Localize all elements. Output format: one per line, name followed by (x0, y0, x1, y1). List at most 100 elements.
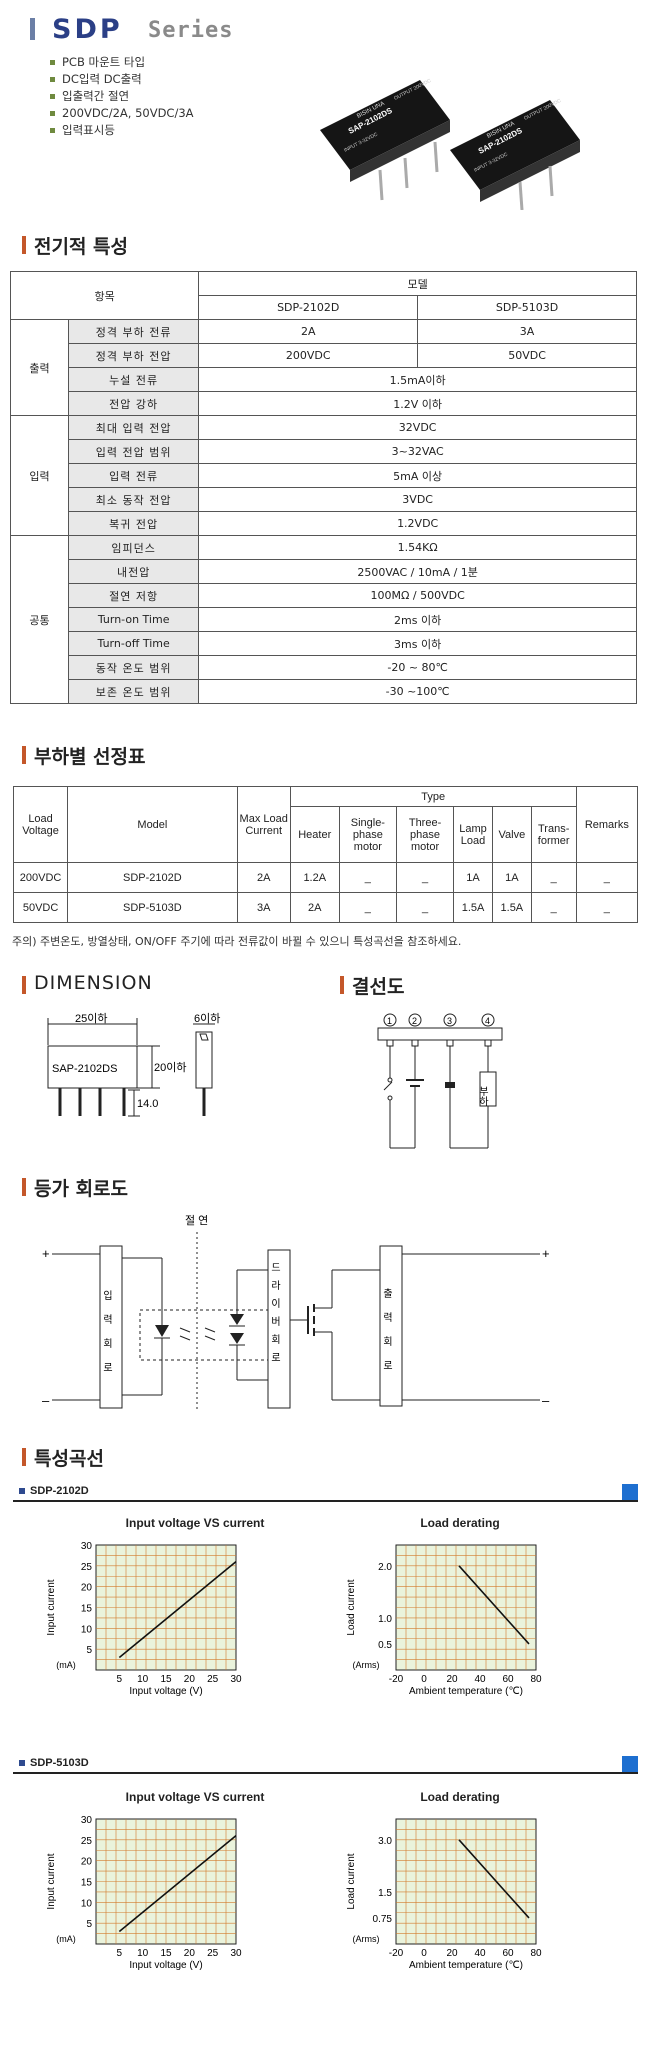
spec-cell: -30 ~100℃ (198, 679, 637, 704)
load-cell: 3A (236, 892, 291, 923)
load-cell: 50VDC (12, 892, 69, 923)
spec-cell: 2500VAC / 10mA / 1분 (198, 559, 637, 584)
section-title-wiring: 결선도 (340, 972, 404, 999)
spec-cell: 3ms 이하 (198, 631, 637, 656)
table-row: 200VDC SDP-2102D 2A 1.2A _ _ 1A 1A _ _ (12, 862, 639, 893)
chart-title: Input voltage VS current (125, 1516, 265, 1530)
chart-series-line (118, 1561, 237, 1659)
spec-group-input: 입력 (9, 415, 70, 536)
chart-x-tick-label: 15 (160, 1674, 172, 1685)
product-relay-1: BISIN UNA SAP-2102DS OUTPUT 200VDC INPUT… (320, 78, 450, 201)
spec-cell: 200VDC (198, 343, 419, 368)
chart-x-tick-label: 40 (474, 1674, 486, 1685)
spec-cell: 3VDC (198, 487, 637, 512)
page-subtitle: Series (148, 18, 234, 43)
chart-x-tick-label: 30 (230, 1948, 242, 1959)
chart-title: Input voltage VS current (125, 1790, 265, 1804)
chart-x-tick-label: 25 (207, 1948, 219, 1959)
chart-y-tick-label: 30 (81, 1815, 93, 1826)
load-type-header: Valve (491, 806, 532, 863)
curve-set-marker (622, 1756, 638, 1772)
chart-y-tick-label: 10 (81, 1898, 93, 1909)
spec-row-label: 누설 전류 (68, 367, 200, 392)
chart-title: Load derating (420, 1516, 500, 1530)
equiv-output-block: 출력회로 (381, 1288, 393, 1384)
chart-x-axis-label: Ambient temperature (℃) (409, 1686, 523, 1697)
product-photo: BISIN UNA SAP-2102DS OUTPUT 200VDC INPUT… (320, 78, 580, 210)
chart-y-tick-label: 1.5 (378, 1888, 392, 1899)
load-cell: 200VDC (12, 862, 69, 893)
spec-cell: 100MΩ / 500VDC (198, 583, 637, 608)
chart-y-tick-label: 0.75 (373, 1914, 393, 1925)
chart-y-tick-label: 5 (86, 1919, 92, 1930)
section-title-curves: 특성곡선 (22, 1444, 104, 1471)
spec-row-label: 최소 동작 전압 (68, 487, 200, 512)
wiring-diagram: 1 2 3 4 부하 (377, 1013, 503, 1149)
load-cell: SDP-5103D (67, 892, 238, 923)
chart-y-unit-label: (Arms) (353, 1934, 380, 1944)
spec-row-label: 입력 전류 (68, 463, 200, 488)
chart-x-tick-label: 20 (446, 1674, 458, 1685)
spec-cell: 2A (198, 319, 419, 344)
chart-y-tick-label: 25 (81, 1836, 93, 1847)
equiv-minus-label: – (42, 1393, 50, 1408)
chart-y-tick-label: 25 (81, 1562, 93, 1573)
load-cell: _ (575, 862, 639, 893)
chart-y-axis-label: Load current (346, 1853, 357, 1909)
spec-row-label: Turn-on Time (68, 607, 200, 632)
spec-cell: 1.54KΩ (198, 535, 637, 560)
load-cell: 1.2A (289, 862, 340, 893)
chart-y-tick-label: 2.0 (378, 1562, 392, 1573)
spec-cell: -20 ~ 80℃ (198, 655, 637, 680)
spec-cell: 3~32VAC (198, 439, 637, 464)
curve-set-header: SDP-5103D (13, 1756, 638, 1774)
load-header-model: Model (67, 786, 238, 863)
chart-x-tick-label: 20 (446, 1948, 458, 1959)
spec-row-label: 동작 온도 범위 (68, 655, 200, 680)
equiv-isolation-label: 절 연 (185, 1214, 208, 1227)
wiring-load-label: 부하 (477, 1086, 489, 1107)
load-type-header: Three-phase motor (395, 806, 455, 863)
load-table: Load Voltage Model Max Load Current Type… (12, 786, 639, 923)
chart-y-tick-label: 1.0 (378, 1614, 392, 1625)
spec-cell: 1.5mA이하 (198, 367, 637, 392)
feature-item: DC입력 DC출력 (48, 71, 194, 88)
section-title-electrical: 전기적 특성 (22, 232, 128, 259)
dim-pin-label: 14.0 (137, 1098, 158, 1110)
chart-title: Load derating (420, 1790, 500, 1804)
spec-row-label: 최대 입력 전압 (68, 415, 200, 440)
load-cell: _ (338, 862, 397, 893)
load-cell: _ (338, 892, 397, 923)
feature-item: 입출력간 절연 (48, 88, 194, 105)
load-type-header: Trans-former (530, 806, 577, 863)
spec-cell: 1.2V 이하 (198, 391, 637, 416)
section-title-equiv: 등가 회로도 (22, 1174, 128, 1201)
equiv-driver-block: 드라이버회로 (269, 1262, 281, 1370)
load-header-type: Type (289, 786, 577, 807)
load-cell: _ (575, 892, 639, 923)
spec-item-header: 항목 (9, 271, 200, 320)
load-type-header: Single-phase motor (338, 806, 397, 863)
feature-item: 입력표시등 (48, 122, 194, 139)
spec-cell: 32VDC (198, 415, 637, 440)
wiring-pin-label: 2 (412, 1016, 417, 1026)
table-row: 50VDC SDP-5103D 3A 2A _ _ 1.5A 1.5A _ _ (12, 892, 639, 923)
chart-x-tick-label: 60 (502, 1948, 514, 1959)
load-cell: _ (395, 892, 455, 923)
load-type-header: Lamp Load (453, 806, 493, 863)
chart-y-unit-label: (Arms) (353, 1660, 380, 1670)
chart-x-tick-label: 20 (184, 1674, 196, 1685)
curve-set-header: SDP-2102D (13, 1484, 638, 1502)
chart-x-axis-label: Input voltage (V) (129, 1960, 202, 1971)
chart-y-tick-label: 5 (86, 1645, 92, 1656)
load-cell: _ (530, 892, 577, 923)
wiring-pin-label: 3 (447, 1016, 452, 1026)
equiv-circuit-diagram: 절 연 + – 입력회로 드라이버회로 출력회로 + – (42, 1214, 550, 1410)
spec-row-label: 정격 부하 전류 (68, 319, 200, 344)
feature-item: PCB 마운트 타입 (48, 54, 194, 71)
spec-row-label: 임피던스 (68, 535, 200, 560)
equiv-plus-label: + (42, 1246, 50, 1261)
chart-x-tick-label: 25 (207, 1674, 219, 1685)
